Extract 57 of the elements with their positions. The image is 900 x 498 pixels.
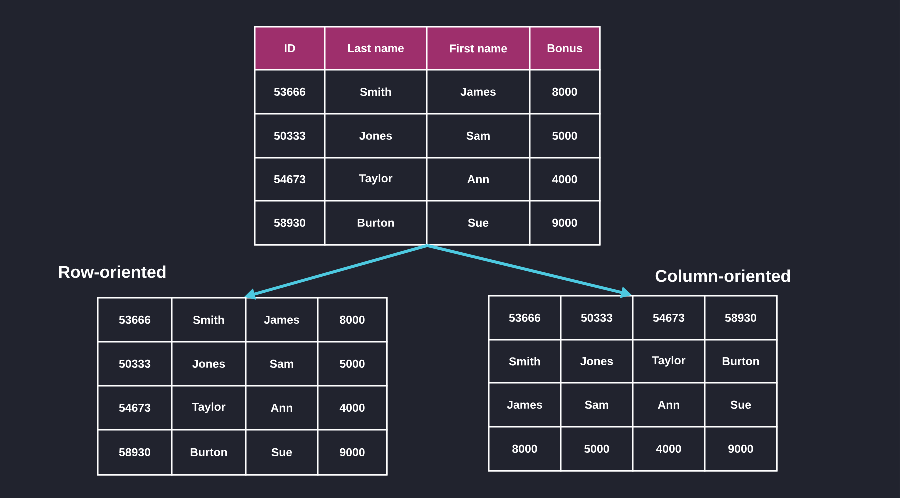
table-cell: Smith [324,69,428,115]
table-cell: 5000 [529,113,601,159]
table-cell: Sam [245,341,319,387]
table-cell: Sam [560,382,634,428]
table-cell: Jones [324,113,428,159]
header-cell: ID [254,26,326,71]
table-cell: 5000 [560,426,634,472]
table-cell: Ann [245,385,319,431]
table-cell: Ann [632,382,706,428]
table-cell: Sam [426,113,531,159]
table-cell: Jones [171,341,247,387]
table-cell: 54673 [254,157,326,202]
table-cell: 54673 [97,385,173,431]
table-cell: Jones [560,339,634,384]
table-cell: 9000 [529,200,601,246]
table-cell: 5000 [317,341,388,387]
table-cell: 50333 [560,295,634,341]
table-cell: 4000 [632,426,706,472]
table-cell: 53666 [488,295,562,341]
header-cell: Last name [324,26,428,71]
table-heading: Row-oriented [59,266,166,278]
table-cell: Sue [426,200,531,246]
table-cell: Smith [171,297,247,343]
table-cell: 58930 [704,295,778,341]
table-cell: 4000 [317,385,388,431]
table-cell: 53666 [97,297,173,343]
table-cell: 58930 [254,200,326,246]
table-cell: 53666 [254,69,326,115]
table-cell: 9000 [317,429,388,476]
table-heading: Column-oriented [656,270,790,282]
table [59,266,388,476]
table-cell: 8000 [317,297,388,343]
table-cell: Smith [488,339,562,384]
table-cell: 54673 [632,295,706,341]
table-cell: Taylor [171,385,247,431]
table-cell: 50333 [97,341,173,387]
table-cell: Burton [704,339,778,384]
table-cell: 8000 [529,69,601,115]
table-cell: 9000 [704,426,778,472]
table-cell: Taylor [324,157,428,202]
table-cell: Ann [426,157,531,202]
table [488,270,790,472]
table-cell: Sue [245,429,319,476]
table-cell: James [245,297,319,343]
table-cell: Sue [704,382,778,428]
table-cell: Burton [171,429,247,476]
table-cell: James [426,69,531,115]
table-cell: Burton [324,200,428,246]
table-cell: 8000 [488,426,562,472]
table-cell: Taylor [632,339,706,384]
table-cell: James [488,382,562,428]
table-cell: 4000 [529,157,601,202]
header-cell: Bonus [529,26,601,71]
table-cell: 50333 [254,113,326,159]
table [254,26,601,246]
table-cell: 58930 [97,429,173,476]
header-cell: First name [426,26,531,71]
